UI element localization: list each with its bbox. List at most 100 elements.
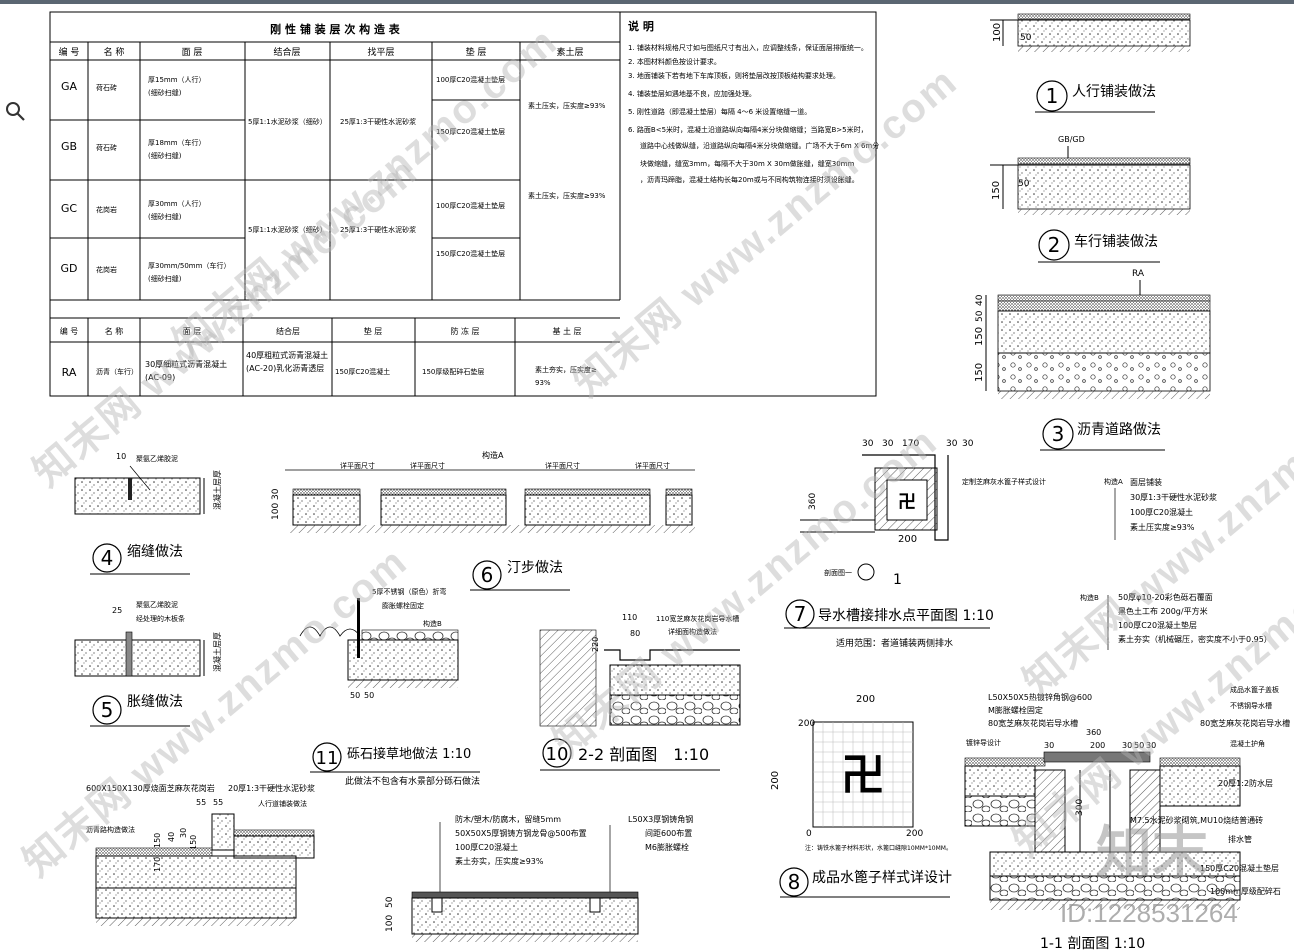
detail-6: 详平面尺寸 详平面尺寸 详平面尺寸 详平面尺寸 构造A 100 30 6 汀步做…	[271, 450, 695, 591]
svg-text:素土夯实，压实度≥93%: 素土夯实，压实度≥93%	[455, 856, 544, 866]
svg-text:RA: RA	[1132, 269, 1145, 279]
svg-text:(AC-09): (AC-09)	[145, 373, 175, 382]
row-id: GA	[61, 80, 78, 93]
svg-text:花岗岩: 花岗岩	[96, 205, 117, 214]
svg-text:编 号: 编 号	[60, 326, 79, 336]
svg-text:车行铺装做法: 车行铺装做法	[1074, 233, 1158, 250]
svg-text:3: 3	[1052, 422, 1065, 446]
svg-text:混凝土层厚: 混凝土层厚	[212, 470, 222, 510]
svg-text:间距600布置: 间距600布置	[645, 828, 692, 838]
svg-text:L50X3厚钢铸角钢: L50X3厚钢铸角钢	[628, 814, 693, 824]
svg-text:剖面图一: 剖面图一	[824, 568, 852, 577]
svg-text:150厚C20混凝土垫层: 150厚C20混凝土垫层	[436, 127, 505, 136]
svg-text:道路中心线做纵缝，沿道路纵向每隔4米分块做缩缝。广场不大于6: 道路中心线做纵缝，沿道路纵向每隔4米分块做缩缝。广场不大于6m X 6m分	[640, 141, 879, 150]
svg-text:基 土 层: 基 土 层	[552, 326, 581, 336]
svg-text:30: 30	[1044, 741, 1054, 750]
svg-text:荷石砖: 荷石砖	[96, 143, 117, 152]
svg-text:8: 8	[788, 870, 801, 894]
svg-text:详平面尺寸: 详平面尺寸	[340, 461, 375, 470]
svg-text:结合层: 结合层	[273, 46, 300, 58]
detail-5: 25 聚氨乙烯胶泥 经处理的木板条 混凝土层厚 5 胀缝做法	[74, 600, 222, 727]
svg-text:6. 路面B<5米时，混凝土沿道路纵向每隔4米分块做缩缝；当: 6. 路面B<5米时，混凝土沿道路纵向每隔4米分块做缩缝；当路宽B>5米时，	[628, 125, 868, 134]
svg-text:30: 30	[271, 488, 281, 500]
svg-text:1: 1	[1046, 84, 1059, 108]
svg-text:150厚C20混凝土垫层: 150厚C20混凝土垫层	[436, 249, 505, 258]
svg-text:80: 80	[630, 629, 640, 638]
svg-text:25厚1:3干硬性水泥砂浆: 25厚1:3干硬性水泥砂浆	[340, 117, 416, 126]
svg-text:50: 50	[364, 691, 374, 700]
svg-text:20厚1:2防水层: 20厚1:2防水层	[1218, 778, 1273, 788]
svg-text:GB/GD: GB/GD	[1058, 135, 1085, 144]
svg-text:素土压实，压实度≥93%: 素土压实，压实度≥93%	[528, 191, 606, 200]
svg-text:40: 40	[975, 294, 985, 306]
svg-text:构造B: 构造B	[1080, 593, 1099, 602]
svg-text:荷石砖: 荷石砖	[96, 83, 117, 92]
svg-text:定制芝麻灰水篦子样式设计: 定制芝麻灰水篦子样式设计	[962, 477, 1046, 486]
svg-text:50: 50	[1020, 33, 1032, 43]
svg-text:150: 150	[189, 835, 198, 850]
svg-text:25厚1:3干硬性水泥砂浆: 25厚1:3干硬性水泥砂浆	[340, 225, 416, 234]
svg-text:卍: 卍	[898, 492, 916, 513]
svg-text:55: 55	[213, 798, 223, 807]
svg-text:360: 360	[808, 493, 818, 510]
svg-text:200: 200	[906, 829, 923, 839]
svg-text:10: 10	[546, 744, 569, 765]
svg-text:50X50X5厚钢铸方钢龙骨@500布置: 50X50X5厚钢铸方钢龙骨@500布置	[455, 828, 587, 838]
svg-text:2: 2	[1048, 233, 1061, 257]
search-icon[interactable]	[4, 100, 26, 122]
svg-text:GC: GC	[61, 202, 78, 215]
svg-text:2-2 剖面图 1:10: 2-2 剖面图 1:10	[578, 745, 709, 764]
svg-text:卍: 卍	[841, 750, 885, 801]
svg-text:5厚1:1水泥砂浆（细砂）: 5厚1:1水泥砂浆（细砂）	[248, 225, 327, 234]
svg-text:30: 30	[1146, 741, 1156, 750]
svg-text:10: 10	[116, 452, 126, 461]
brand-logo: 知末	[1096, 821, 1208, 886]
svg-text:200: 200	[798, 719, 815, 729]
svg-text:厚15mm（人行）: 厚15mm（人行）	[148, 75, 206, 84]
svg-text:110: 110	[622, 613, 637, 622]
notes-block: 说 明 1. 铺装材料规格尺寸如与图纸尺寸有出入，应调整线条，保证面层排版统一。…	[628, 19, 879, 184]
detail-2: GB/GD 150 50 2 车行铺装做法	[990, 135, 1191, 263]
svg-text:50: 50	[1018, 179, 1030, 189]
svg-text:30厚1:3干硬性水泥砂浆: 30厚1:3干硬性水泥砂浆	[1130, 492, 1217, 502]
svg-text:面层铺装: 面层铺装	[1130, 477, 1162, 487]
svg-text:150: 150	[974, 363, 985, 382]
svg-text:100: 100	[992, 23, 1003, 42]
svg-text:，沥青玛蹄脂，混凝土结构长每20m或与不同构筑物连接时须设胀: ，沥青玛蹄脂，混凝土结构长每20m或与不同构筑物连接时须设胀缝。	[640, 175, 859, 184]
svg-text:素土压实，压实度≥93%: 素土压实，压实度≥93%	[528, 101, 606, 110]
svg-text:1. 铺装材料规格尺寸如与图纸尺寸有出入，应调整线条，保证面: 1. 铺装材料规格尺寸如与图纸尺寸有出入，应调整线条，保证面层排版统一。	[628, 43, 868, 52]
svg-text:GD: GD	[61, 262, 78, 275]
svg-text:170: 170	[902, 439, 919, 449]
svg-text:(细砂扫缝): (细砂扫缝)	[148, 274, 182, 283]
svg-text:M膨胀螺栓固定: M膨胀螺栓固定	[988, 705, 1043, 715]
svg-text:汀步做法: 汀步做法	[507, 560, 563, 576]
svg-text:找平层: 找平层	[367, 46, 394, 58]
svg-text:30: 30	[862, 439, 874, 449]
svg-text:M7.5水泥砂浆砌筑,MU10烧结普通砖: M7.5水泥砂浆砌筑,MU10烧结普通砖	[1130, 815, 1263, 825]
svg-text:厚18mm（车行）: 厚18mm（车行）	[148, 138, 206, 147]
svg-text:100厚C20混凝土垫层: 100厚C20混凝土垫层	[436, 75, 505, 84]
svg-text:成品水篦子样式详设计: 成品水篦子样式详设计	[812, 870, 952, 886]
svg-text:100厚C20混凝土垫层: 100厚C20混凝土垫层	[436, 201, 505, 210]
svg-text:M6膨胀螺栓: M6膨胀螺栓	[645, 842, 689, 852]
table-title: 刚 性 铺 装 层 次 构 造 表	[270, 22, 401, 36]
svg-text:防 冻 层: 防 冻 层	[450, 326, 479, 336]
svg-text:(细砂扫缝): (细砂扫缝)	[148, 88, 182, 97]
svg-text:缩缝做法: 缩缝做法	[127, 544, 183, 560]
svg-text:构造B: 构造B	[423, 619, 442, 628]
svg-text:不锈钢导水槽: 不锈钢导水槽	[1230, 701, 1272, 710]
svg-text:200: 200	[1090, 741, 1105, 750]
drain-section: L50X50X5热镀锌角钢@600 M膨胀螺栓固定 80宽芝麻灰花岗岩导水槽 镀…	[964, 685, 1290, 951]
svg-text:5: 5	[101, 698, 114, 722]
svg-text:55: 55	[196, 798, 206, 807]
svg-text:构造A: 构造A	[1104, 477, 1123, 486]
svg-text:详平面尺寸: 详平面尺寸	[410, 461, 445, 470]
image-id-label: ID:1228531264	[1060, 898, 1238, 928]
legend-construct-b: 构造B 50厚φ10-20彩色砾石覆面 黑色土工布 200g/平方米 100厚C…	[1080, 592, 1272, 650]
svg-text:砾石接草地做法 1:10: 砾石接草地做法 1:10	[347, 746, 471, 762]
detail-8: 200 200 200 0 200 卍 注：铸铁水篦子材料形状，水篦口缝隙10M…	[770, 694, 952, 898]
svg-text:100厚C20混凝土: 100厚C20混凝土	[455, 842, 518, 852]
svg-text:膨胀螺栓固定: 膨胀螺栓固定	[382, 601, 424, 610]
svg-text:100: 100	[385, 915, 395, 932]
